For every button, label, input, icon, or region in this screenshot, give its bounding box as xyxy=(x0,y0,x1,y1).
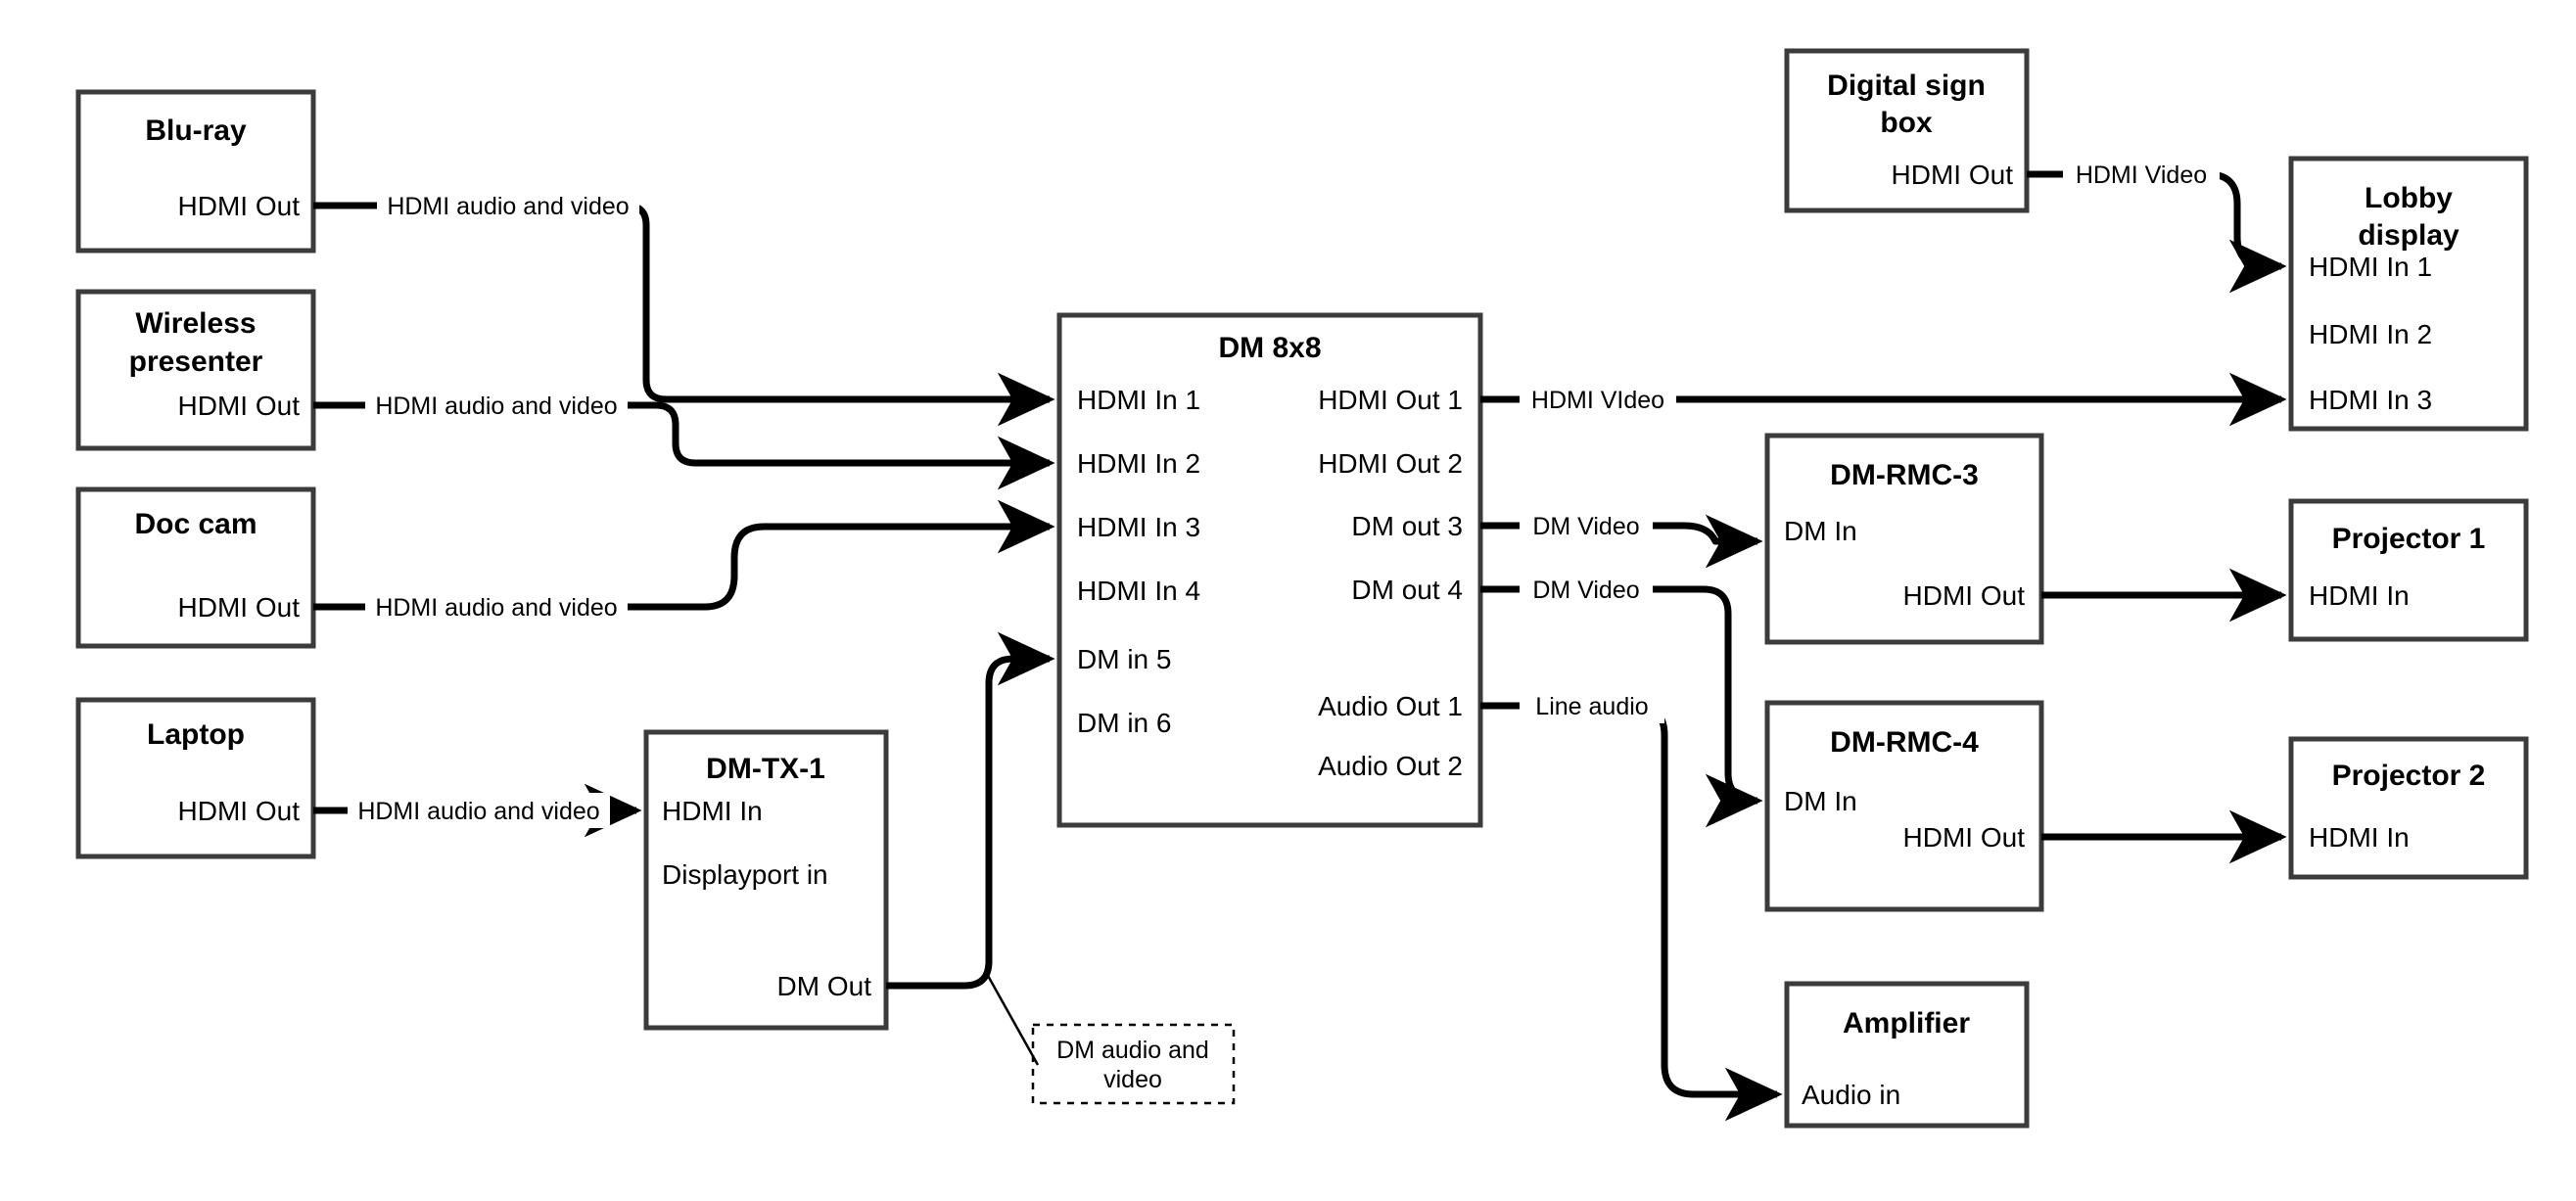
node-amplifier[interactable] xyxy=(1784,981,2030,1129)
node-projector-1-title: Projector 1 xyxy=(2332,523,2486,555)
node-dm-8x8-output-audio-out-2: Audio Out 2 xyxy=(1318,751,1463,781)
node-lobby-display-port-hdmi-in-1: HDMI In 1 xyxy=(2309,252,2432,282)
wire-digitalsign-to-lobby xyxy=(2027,170,2287,294)
node-dm-tx-1-port-dm-out: DM Out xyxy=(777,971,872,1001)
node-projector-2-port-hdmi-in: HDMI In xyxy=(2309,822,2410,853)
node-projector-2-title: Projector 2 xyxy=(2332,760,2486,792)
node-doc-cam-port-hdmi-out: HDMI Out xyxy=(178,592,301,623)
callout-label-line1: DM audio and xyxy=(1056,1037,1209,1064)
node-wireless-presenter-title-line2: presenter xyxy=(129,346,263,378)
node-dm-tx-1-port-hdmi-in: HDMI In xyxy=(662,796,763,826)
node-dm-8x8-output-audio-out-1: Audio Out 1 xyxy=(1318,691,1463,721)
edge-label-digitalsign-to-lobby: HDMI Video xyxy=(2076,162,2207,189)
node-dm-8x8-output-hdmi-out-1: HDMI Out 1 xyxy=(1318,385,1463,415)
node-dm-8x8-input-hdmi-in-1: HDMI In 1 xyxy=(1077,385,1200,415)
node-dm-rmc-3[interactable] xyxy=(1764,433,2044,645)
wire-wireless-to-dm8x8 xyxy=(313,401,1055,490)
node-dm-rmc-4-title: DM-RMC-4 xyxy=(1830,726,1979,759)
wire-dm8x8-out3-to-rmc3 xyxy=(1480,514,1763,569)
node-lobby-display[interactable] xyxy=(2288,156,2529,432)
node-lobby-display-port-hdmi-in-3: HDMI In 3 xyxy=(2309,385,2432,415)
node-laptop-port-hdmi-out: HDMI Out xyxy=(178,796,301,826)
node-bluray-port-hdmi-out: HDMI Out xyxy=(178,191,301,221)
node-wireless-presenter-title-line1: Wireless xyxy=(135,307,256,340)
node-wireless-presenter-port-hdmi-out: HDMI Out xyxy=(178,391,301,421)
node-dm-8x8-input-dm-in-5: DM in 5 xyxy=(1077,644,1171,674)
node-projector-1-port-hdmi-in: HDMI In xyxy=(2309,580,2410,611)
node-projector-2[interactable] xyxy=(2288,736,2529,880)
node-projector-1[interactable] xyxy=(2288,498,2529,642)
node-dm-8x8-input-dm-in-6: DM in 6 xyxy=(1077,708,1171,738)
node-dm-rmc-4-port-hdmi-out: HDMI Out xyxy=(1903,822,2026,853)
edge-label-laptop-to-dmtx1: HDMI audio and video xyxy=(357,798,599,825)
edge-label-dm8x8-out1-lobby: HDMI VIdeo xyxy=(1531,387,1664,414)
node-digital-sign-box-title-line2: box xyxy=(1880,107,1933,139)
node-amplifier-title: Amplifier xyxy=(1843,1007,1970,1039)
node-digital-sign-box[interactable] xyxy=(1784,48,2030,213)
node-dm-rmc-3-port-dm-in: DM In xyxy=(1784,516,1857,546)
node-dm-8x8-input-hdmi-in-2: HDMI In 2 xyxy=(1077,448,1200,479)
edge-label-dm8x8-audio1-amplifier: Line audio xyxy=(1535,693,1648,720)
node-dm-rmc-3-port-hdmi-out: HDMI Out xyxy=(1903,580,2026,611)
leader-dm-audio-video xyxy=(985,973,1040,1066)
node-amplifier-port-audio-in: Audio in xyxy=(1802,1080,1900,1110)
node-dm-rmc-3-title: DM-RMC-3 xyxy=(1830,459,1979,491)
node-digital-sign-box-port-hdmi-out: HDMI Out xyxy=(1892,160,2014,190)
wire-dm8x8-out4-to-rmc4 xyxy=(1480,585,1763,828)
node-dm-8x8-output-hdmi-out-2: HDMI Out 2 xyxy=(1318,448,1463,479)
node-dm-rmc-4[interactable] xyxy=(1764,700,2044,912)
node-lobby-display-port-hdmi-in-2: HDMI In 2 xyxy=(2309,319,2432,349)
edge-label-dm8x8-out4-rmc4: DM Video xyxy=(1532,577,1639,604)
node-doc-cam-title: Doc cam xyxy=(134,508,257,540)
node-dm-tx-1-port-displayport-in: Displayport in xyxy=(662,859,828,890)
callout-dm-audio-and-video xyxy=(1031,1023,1236,1105)
node-lobby-display-title-line1: Lobby xyxy=(2365,182,2453,214)
node-bluray-title: Blu-ray xyxy=(145,115,247,147)
wire-doccam-to-dm8x8 xyxy=(313,499,1055,611)
node-bluray[interactable] xyxy=(75,89,316,254)
node-laptop[interactable] xyxy=(75,697,316,859)
wire-bluray-to-dm8x8 xyxy=(313,202,1055,427)
node-dm-tx-1-title: DM-TX-1 xyxy=(706,753,825,785)
node-dm-8x8-output-dm-out-3: DM out 3 xyxy=(1351,511,1463,541)
node-dm-8x8-output-dm-out-4: DM out 4 xyxy=(1351,575,1463,605)
node-lobby-display-title-line2: display xyxy=(2358,219,2459,252)
node-digital-sign-box-title-line1: Digital sign xyxy=(1827,69,1986,102)
node-dm-rmc-4-port-dm-in: DM In xyxy=(1784,786,1857,816)
wire-dm8x8-audio1-to-amplifier xyxy=(1480,702,1783,1122)
node-laptop-title: Laptop xyxy=(147,718,245,751)
node-dm-tx-1[interactable] xyxy=(643,729,889,1031)
node-dm-8x8[interactable] xyxy=(1056,312,1483,828)
edge-label-dm8x8-out3-rmc3: DM Video xyxy=(1532,513,1639,540)
edge-label-bluray-to-dm8x8: HDMI audio and video xyxy=(387,193,629,220)
node-doc-cam[interactable] xyxy=(75,486,316,649)
edge-label-wireless-to-dm8x8: HDMI audio and video xyxy=(375,393,617,420)
edge-label-doccam-to-dm8x8: HDMI audio and video xyxy=(375,594,617,622)
callout-label-line2: video xyxy=(1103,1066,1162,1093)
node-dm-8x8-input-hdmi-in-3: HDMI In 3 xyxy=(1077,512,1200,542)
node-dm-8x8-title: DM 8x8 xyxy=(1218,332,1321,364)
wire-dmtx1-to-dm8x8 xyxy=(886,631,1055,990)
node-dm-8x8-input-hdmi-in-4: HDMI In 4 xyxy=(1077,576,1200,606)
node-wireless-presenter[interactable] xyxy=(75,289,316,451)
